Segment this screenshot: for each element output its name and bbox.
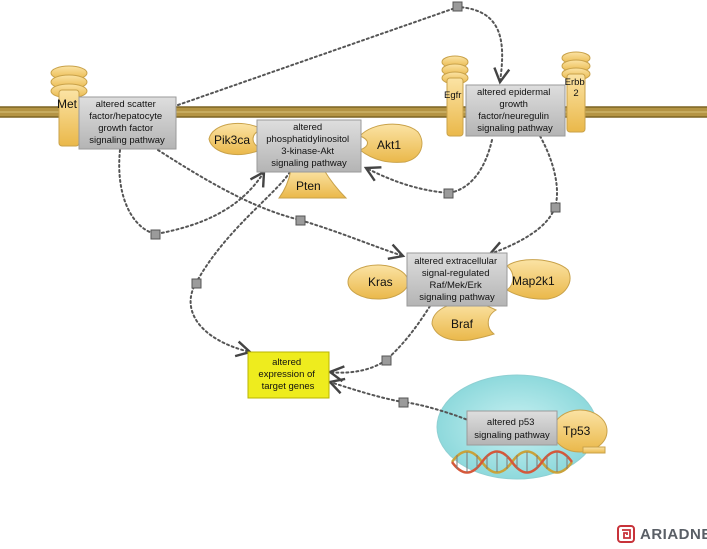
pathway-box-egf[interactable]: altered epidermal growth factor/neuregul… bbox=[465, 84, 566, 137]
protein-label-pten: Pten bbox=[296, 179, 321, 193]
dna-helix-icon bbox=[450, 450, 574, 474]
svg-text:altered extracellular si: altered extracellular signal-regulated R… bbox=[414, 256, 500, 303]
protein-label-map2k1: Map2k1 bbox=[512, 274, 555, 288]
edge-hgf-to-erk bbox=[157, 149, 406, 261]
protein-label-braf: Braf bbox=[451, 317, 474, 331]
pathway-box-erk[interactable]: altered extracellular signal-regulated R… bbox=[406, 252, 508, 307]
edge-node bbox=[452, 1, 463, 12]
edges bbox=[118, 5, 558, 426]
protein-label-egfr: Egfr bbox=[444, 90, 461, 101]
pathway-box-p53[interactable]: altered p53 signaling pathway bbox=[466, 410, 558, 446]
edge-egf-to-pi3k bbox=[363, 139, 493, 195]
akt1-protein-icon[interactable] bbox=[359, 123, 423, 163]
protein-label-kras: Kras bbox=[368, 275, 393, 289]
protein-label-tp53: Tp53 bbox=[563, 424, 591, 438]
erbb2-receptor-icon[interactable] bbox=[561, 51, 591, 133]
edge-node bbox=[295, 215, 306, 226]
svg-text:altered p53 signaling pa: altered p53 signaling pathway bbox=[474, 417, 550, 441]
ariadne-logo-text: ARIADNE bbox=[640, 525, 707, 543]
egfr-receptor-icon[interactable] bbox=[441, 55, 469, 137]
svg-text:altered epidermal growth: altered epidermal growth factor/neuregul… bbox=[477, 87, 553, 134]
edge-node bbox=[191, 278, 202, 289]
edge-node bbox=[381, 355, 392, 366]
pathway-box-pi3k[interactable]: altered phosphatidylinositol 3-kinase-Ak… bbox=[256, 119, 362, 173]
met-receptor-icon[interactable] bbox=[50, 65, 88, 147]
edge-erk-to-target bbox=[327, 305, 431, 383]
protein-label-met: Met bbox=[57, 97, 78, 111]
edge-node bbox=[550, 202, 561, 213]
svg-text:altered scatter factor/h: altered scatter factor/hepatocyte growth… bbox=[89, 99, 165, 146]
edge-egf-to-erk bbox=[487, 135, 558, 258]
protein-label-erbb2: Erbb 2 bbox=[565, 77, 588, 99]
map2k1-protein-icon[interactable] bbox=[506, 259, 571, 300]
edge-node bbox=[443, 188, 454, 199]
target-genes-box[interactable]: altered expression of target genes bbox=[247, 351, 330, 399]
protein-label-akt1: Akt1 bbox=[377, 138, 401, 152]
pik3ca-protein-icon[interactable] bbox=[208, 122, 264, 156]
edge-hgf-to-pi3k bbox=[118, 149, 266, 236]
ariadne-logo-icon bbox=[617, 525, 635, 543]
pten-protein-icon[interactable] bbox=[278, 169, 348, 199]
svg-text:altered phosphatidylinos: altered phosphatidylinositol 3-kinase-Ak… bbox=[266, 122, 352, 169]
edge-nodes bbox=[150, 1, 561, 408]
braf-protein-icon[interactable] bbox=[431, 301, 498, 341]
protein-label-pik3ca: Pik3ca bbox=[214, 133, 250, 147]
pathway-box-hgf[interactable]: altered scatter factor/hepatocyte growth… bbox=[78, 96, 177, 150]
edge-node bbox=[150, 229, 161, 240]
svg-text:altered expression of: altered expression of target genes bbox=[258, 357, 317, 392]
ariadne-logo: ARIADNE bbox=[616, 522, 707, 546]
edge-node bbox=[398, 397, 409, 408]
